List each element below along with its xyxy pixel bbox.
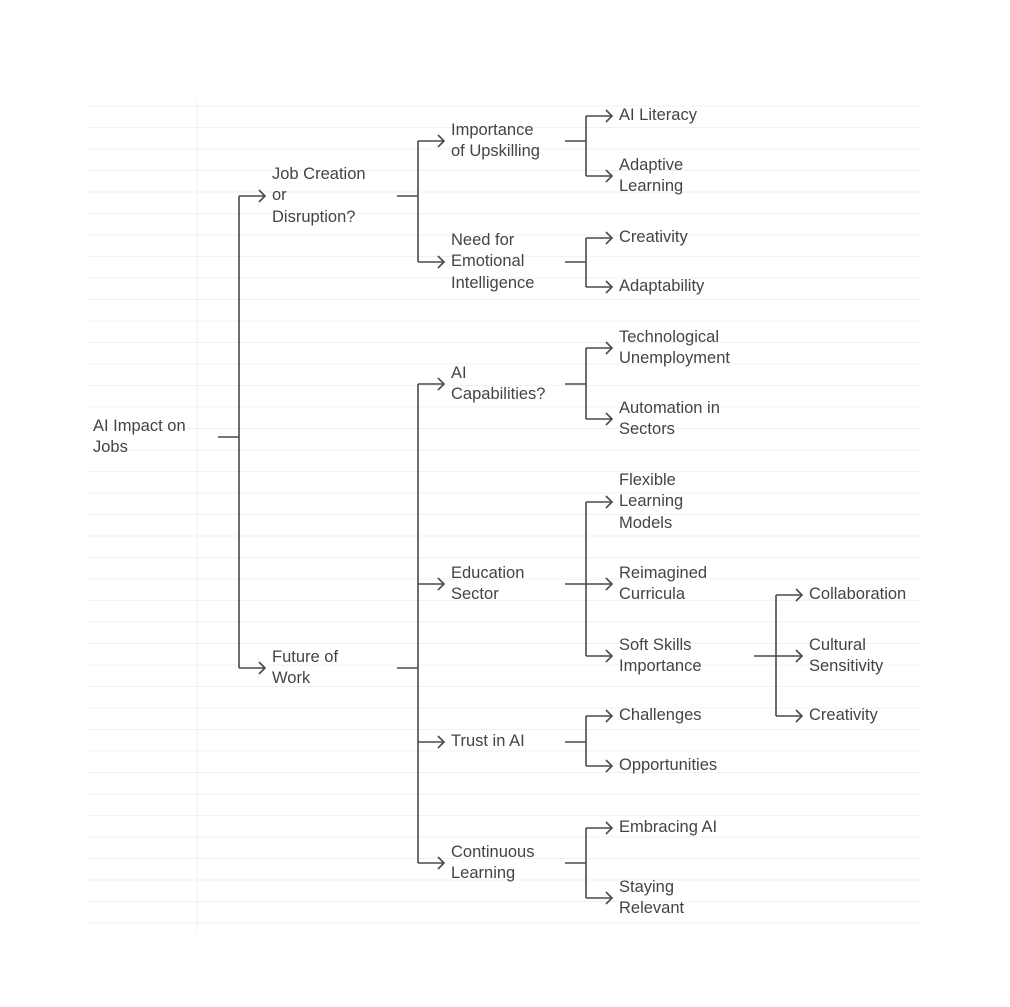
node-label-line: Sector: [451, 585, 499, 603]
node-trust-in-ai: Trust in AI: [451, 731, 525, 753]
arrowhead: [605, 709, 614, 723]
node-label-line: Continuous: [451, 842, 535, 861]
node-label-line: Challenges: [619, 706, 702, 725]
arrowhead: [605, 412, 614, 426]
node-adaptability: Adaptability: [619, 276, 704, 298]
arrowhead: [605, 341, 614, 355]
node-label-line: Models: [619, 513, 673, 532]
arrowhead: [605, 495, 614, 509]
node-label-line: or: [272, 186, 287, 205]
node-label-line: Learning: [619, 492, 684, 511]
arrowhead: [258, 189, 267, 203]
node-label-line: Adaptability: [619, 277, 705, 296]
arrowhead: [437, 134, 446, 148]
node-label-line: Importance: [619, 657, 702, 675]
arrowhead: [437, 735, 446, 749]
node-label-line: Sensitivity: [809, 657, 884, 675]
node-label-line: Unemployment: [619, 349, 730, 367]
arrowhead: [605, 280, 614, 294]
node-label-line: Future of: [272, 647, 339, 666]
node-collaboration: Collaboration: [809, 584, 906, 606]
arrowhead: [437, 577, 446, 591]
node-label-line: Jobs: [93, 438, 128, 456]
node-label-line: Creativity: [619, 228, 688, 247]
node-label-line: Emotional: [451, 252, 525, 271]
node-label-line: Intelligence: [451, 273, 535, 292]
node-label-line: Disruption?: [272, 207, 356, 226]
node-label-line: Need for: [451, 230, 515, 249]
node-label-line: Soft Skills: [619, 635, 692, 654]
node-ai-literacy: AI Literacy: [619, 105, 697, 127]
node-ai-capabilities: AI Capabilities?: [451, 363, 545, 406]
node-label-line: Learning: [619, 177, 684, 195]
arrowhead: [437, 856, 446, 870]
node-label-line: Curricula: [619, 585, 686, 603]
node-creativity-2: Creativity: [809, 705, 878, 727]
node-label-line: Capabilities?: [451, 385, 546, 403]
node-opportunities: Opportunities: [619, 755, 717, 777]
node-label-line: Job Creation: [272, 164, 366, 183]
arrowhead: [605, 891, 614, 905]
node-embracing-ai: Embracing AI: [619, 817, 717, 839]
node-label-line: AI Impact on: [93, 416, 186, 435]
node-label-line: of Upskilling: [451, 142, 540, 160]
node-label-line: Automation in: [619, 398, 720, 417]
node-challenges: Challenges: [619, 705, 702, 727]
arrowhead: [605, 169, 614, 183]
node-label-line: Work: [272, 669, 311, 687]
arrowhead: [605, 759, 614, 773]
node-label-line: AI Literacy: [619, 106, 697, 125]
node-root: AI Impact on Jobs: [93, 416, 186, 459]
arrowhead: [795, 709, 804, 723]
node-label-line: Education: [451, 563, 525, 582]
node-label-line: AI: [451, 363, 467, 382]
node-label-line: Collaboration: [809, 585, 907, 604]
node-label-line: Cultural: [809, 635, 866, 654]
arrowhead: [605, 109, 614, 123]
node-label-line: Creativity: [809, 706, 878, 725]
node-label-line: Learning: [451, 864, 516, 882]
arrowhead: [258, 661, 267, 675]
node-upskilling: Importance of Upskilling: [451, 120, 540, 163]
node-label-line: Embracing AI: [619, 818, 718, 837]
node-label-line: Reimagined: [619, 563, 708, 582]
arrowhead: [437, 377, 446, 391]
node-label-line: Staying: [619, 877, 675, 896]
node-label-line: Importance: [451, 120, 534, 139]
arrowhead: [795, 649, 804, 663]
arrowhead: [605, 821, 614, 835]
arrowhead: [795, 588, 804, 602]
node-label-line: Technological: [619, 327, 719, 346]
node-label-line: Trust in AI: [451, 732, 525, 751]
node-label-line: Adaptive: [619, 155, 684, 174]
node-label-line: Sectors: [619, 420, 675, 438]
arrowhead: [605, 231, 614, 245]
node-automation-sectors: Automation in Sectors: [619, 398, 720, 441]
node-label-line: Relevant: [619, 899, 685, 917]
node-creativity-1: Creativity: [619, 227, 688, 249]
arrowhead: [605, 577, 614, 591]
arrowhead: [437, 255, 446, 269]
node-future-of-work: Future of Work: [272, 647, 338, 690]
arrowhead: [605, 649, 614, 663]
node-label-line: Flexible: [619, 470, 676, 489]
node-label-line: Opportunities: [619, 756, 718, 775]
